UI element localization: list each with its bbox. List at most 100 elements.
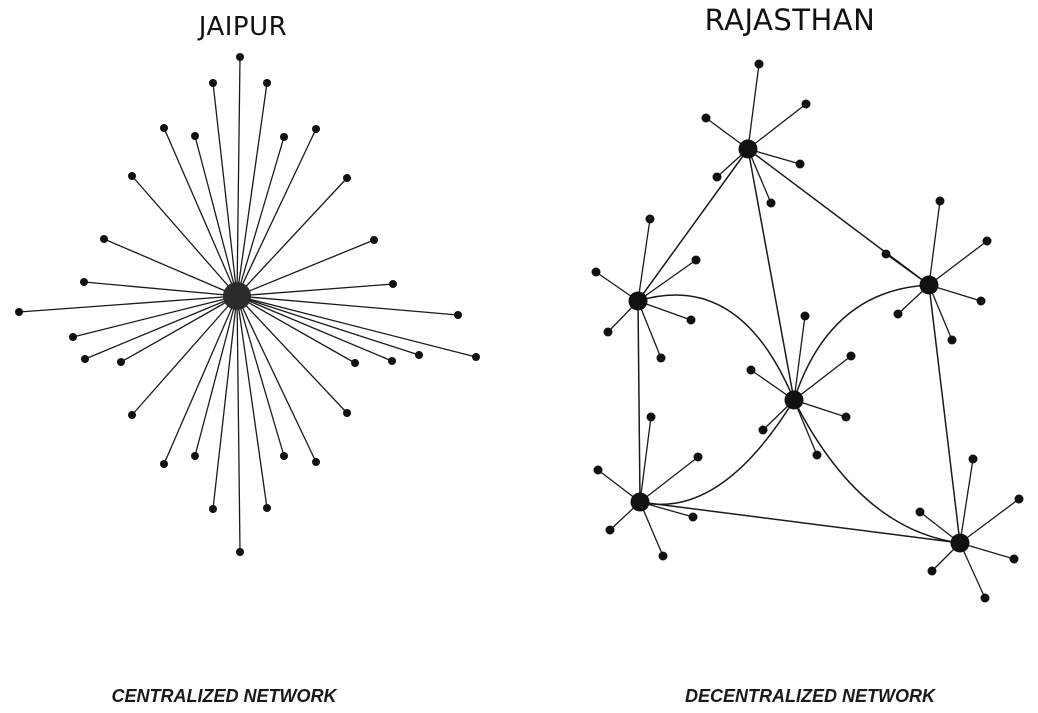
hub-link — [747, 148, 795, 401]
spoke-edge — [163, 295, 238, 465]
leaf-edge — [637, 218, 651, 302]
leaf-node — [801, 99, 811, 109]
spoke-node — [191, 132, 199, 140]
spoke-edge — [236, 295, 356, 364]
leaf-node — [658, 551, 668, 561]
spoke-edge — [236, 295, 420, 356]
leaf-edge — [747, 148, 772, 204]
leaf-edge — [637, 259, 697, 302]
leaf-edge — [793, 399, 818, 456]
leaf-node — [915, 507, 925, 517]
hub-link — [793, 284, 930, 401]
leaf-edge — [928, 284, 953, 341]
spoke-node — [117, 358, 125, 366]
hub-link — [639, 501, 961, 544]
spoke-node — [236, 548, 244, 556]
leaf-node — [758, 425, 768, 435]
leaf-node — [754, 59, 764, 69]
spoke-edge — [72, 295, 238, 338]
spoke-node — [80, 278, 88, 286]
spoke-node — [351, 359, 359, 367]
leaf-node — [881, 249, 891, 259]
spoke-node — [388, 357, 396, 365]
hub-link — [637, 294, 795, 401]
spoke-edge — [194, 295, 238, 457]
centralized-network — [15, 53, 480, 556]
leaf-node — [846, 351, 856, 361]
leaf-edge — [928, 240, 988, 286]
spoke-edge — [236, 295, 268, 509]
spoke-edge — [84, 295, 238, 360]
spoke-edge — [236, 295, 241, 553]
spoke-edge — [236, 295, 477, 358]
spoke-node — [209, 505, 217, 513]
spoke-edge — [236, 128, 317, 297]
leaf-node — [980, 593, 990, 603]
leaf-node — [893, 309, 903, 319]
decentralized-caption: DECENTRALIZED NETWORK — [685, 686, 935, 706]
spoke-edge — [236, 82, 268, 297]
centralized-title: JAIPUR — [198, 12, 288, 42]
spoke-node — [415, 351, 423, 359]
spoke-edge — [236, 295, 348, 414]
spoke-edge — [18, 295, 238, 313]
spoke-node — [15, 308, 23, 316]
leaf-edge — [959, 498, 1020, 544]
spoke-node — [100, 235, 108, 243]
leaf-edge — [959, 542, 986, 599]
hub-link — [747, 148, 930, 286]
leaf-node — [841, 412, 851, 422]
leaf-node — [645, 214, 655, 224]
hub-link — [793, 399, 961, 544]
spoke-edge — [236, 295, 317, 463]
spoke-node — [343, 174, 351, 182]
spoke-node — [236, 53, 244, 61]
leaf-node — [656, 353, 666, 363]
spoke-node — [81, 355, 89, 363]
leaf-node — [746, 365, 756, 375]
leaf-node — [593, 465, 603, 475]
leaf-node — [800, 311, 810, 321]
spoke-node — [280, 452, 288, 460]
leaf-edge — [747, 63, 760, 150]
leaf-node — [935, 196, 945, 206]
spoke-edge — [236, 136, 285, 297]
leaf-edge — [639, 501, 664, 557]
spoke-edge — [236, 177, 348, 297]
spoke-edge — [236, 295, 285, 457]
leaf-edge — [637, 300, 662, 359]
spoke-edge — [194, 135, 238, 297]
hub-node-center — [784, 390, 804, 410]
hub-link — [639, 399, 795, 506]
leaf-node — [968, 454, 978, 464]
spoke-node — [280, 133, 288, 141]
spoke-edge — [212, 82, 238, 297]
spoke-node — [160, 460, 168, 468]
leaf-node — [1014, 494, 1024, 504]
leaf-node — [766, 198, 776, 208]
spoke-node — [389, 280, 397, 288]
spoke-edge — [131, 175, 238, 297]
decentralized-network — [591, 59, 1024, 603]
spoke-node — [69, 333, 77, 341]
spoke-node — [454, 311, 462, 319]
leaf-node — [691, 255, 701, 265]
spoke-node — [128, 411, 136, 419]
spoke-edge — [236, 295, 393, 362]
spoke-node — [370, 236, 378, 244]
decentralized-title: RAJASTHAN — [704, 3, 876, 37]
hub-node-upper-right — [919, 275, 939, 295]
leaf-node — [646, 412, 656, 422]
leaf-node — [795, 159, 805, 169]
spoke-node — [191, 452, 199, 460]
leaf-node — [976, 296, 986, 306]
hub-link — [637, 300, 641, 503]
leaf-node — [982, 236, 992, 246]
spoke-node — [160, 124, 168, 132]
leaf-node — [927, 566, 937, 576]
hub-node-lower-left — [630, 492, 650, 512]
leaf-node — [605, 525, 615, 535]
hub-node-lower-right — [950, 533, 970, 553]
spoke-edge — [236, 239, 375, 297]
